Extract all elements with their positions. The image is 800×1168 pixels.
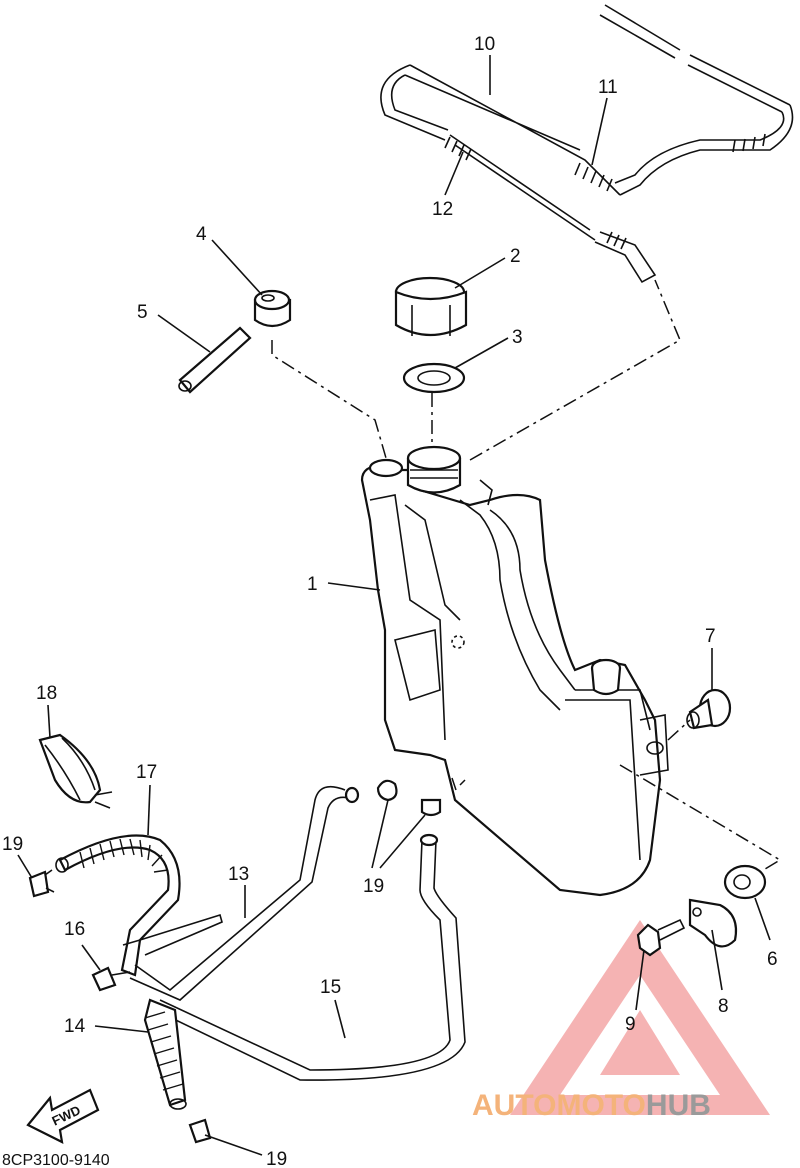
callout-19c: 19: [266, 1149, 287, 1168]
callout-3: 3: [512, 327, 523, 348]
watermark-text-hub: HUB: [646, 1089, 711, 1122]
reference-lines: [271, 279, 782, 873]
fwd-arrow: FWD: [26, 1088, 100, 1144]
leader-lines: [17, 55, 771, 1156]
bracket: [688, 898, 738, 948]
callout-15: 15: [320, 977, 341, 998]
callout-10: 10: [474, 34, 495, 55]
damper: [723, 864, 767, 900]
callout-6: 6: [767, 949, 778, 970]
diagram-code: 8CP3100-9140: [2, 1152, 110, 1168]
radiator-cap: [394, 276, 468, 336]
short-hose: [178, 326, 252, 394]
callout-19b: 19: [363, 876, 384, 897]
callout-5: 5: [137, 302, 148, 323]
callout-7: 7: [705, 626, 716, 647]
breather-hoses: [380, 4, 794, 284]
callout-13: 13: [228, 864, 249, 885]
callout-18: 18: [36, 683, 57, 704]
callout-14: 14: [64, 1016, 86, 1037]
watermark-logo: AUTOMOTOHUB: [472, 1089, 711, 1122]
callout-17: 17: [136, 762, 157, 783]
hose-clip: [38, 733, 113, 809]
callout-9: 9: [625, 1014, 636, 1035]
callout-12: 12: [432, 199, 453, 220]
callout-numbers: 1 2 3 4 5 6 7 8 9 10 11 12 13 14 15 16 1…: [2, 34, 778, 1168]
overflow-hoses: [122, 785, 466, 1081]
callout-19a: 19: [2, 834, 23, 855]
callout-1: 1: [307, 574, 318, 595]
grommet: [686, 688, 732, 730]
callout-8: 8: [718, 996, 729, 1017]
breather-cap: [253, 289, 292, 328]
bolt: [636, 918, 686, 957]
svg-text:AUTOMOTOHUB: AUTOMOTOHUB: [472, 1089, 711, 1122]
callout-11: 11: [598, 77, 618, 98]
reservoir-tank: [360, 445, 669, 897]
watermark-triangle: [510, 920, 770, 1115]
cable-tie: [91, 966, 131, 992]
callout-2: 2: [510, 246, 521, 267]
callout-4: 4: [196, 224, 207, 245]
cap-gasket: [402, 362, 466, 394]
callout-16: 16: [64, 919, 85, 940]
drain-hose-lower: [143, 998, 187, 1110]
drain-hose: [55, 834, 181, 977]
hose-clamps: [28, 779, 442, 1144]
watermark-text-main: AUTOMOTO: [472, 1089, 646, 1122]
